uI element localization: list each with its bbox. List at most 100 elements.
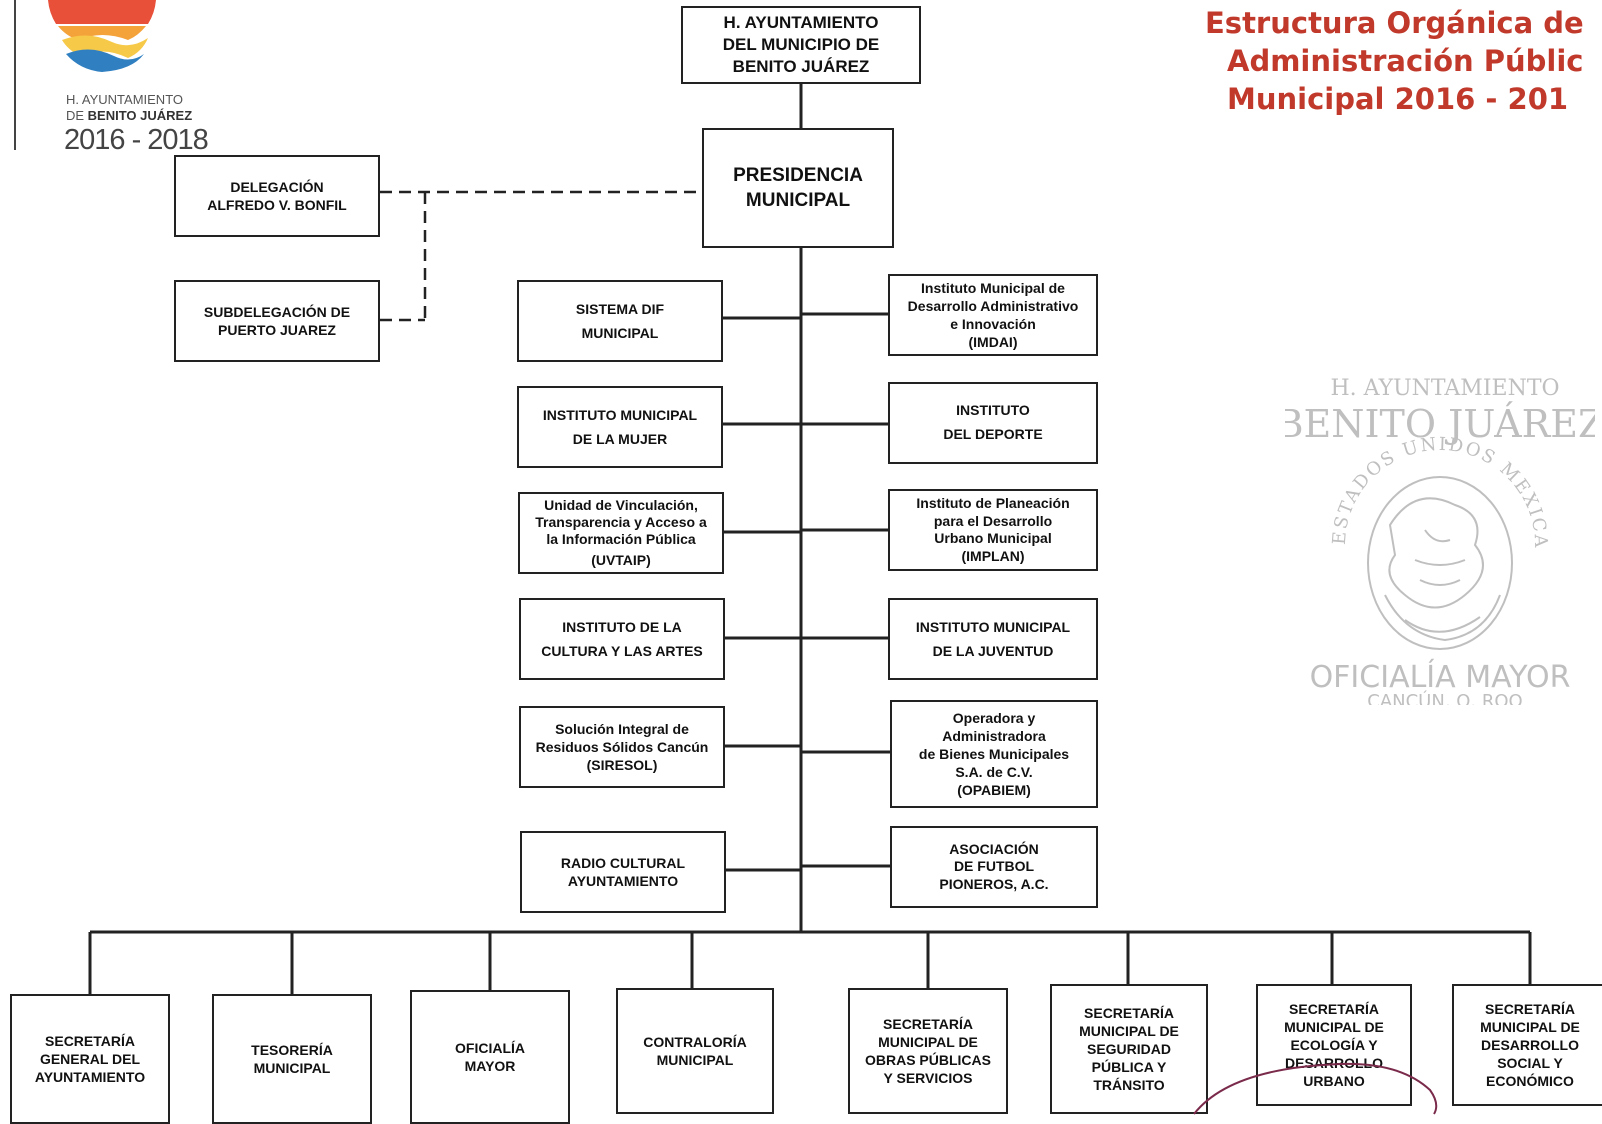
- box-line: (IMDAI): [968, 334, 1018, 351]
- box-sistema-dif: SISTEMA DIF MUNICIPAL: [517, 280, 723, 362]
- box-line: INSTITUTO DE LA: [562, 618, 682, 635]
- box-line: AYUNTAMIENTO: [34, 1069, 146, 1086]
- box-imdai: Instituto Municipal de Desarrollo Admini…: [888, 274, 1098, 356]
- box-line: DESARROLLO: [1481, 1036, 1579, 1053]
- box-line: (SIRESOL): [586, 757, 658, 774]
- box-line: OBRAS PÚBLICAS: [864, 1052, 991, 1068]
- box-uvtaip: Unidad de Vinculación, Transparencia y A…: [518, 492, 724, 574]
- box-line: MUNICIPAL: [745, 189, 851, 211]
- box-secretaria-general: SECRETARÍA GENERAL DEL AYUNTAMIENTO: [10, 994, 170, 1124]
- box-line: DE LA JUVENTUD: [932, 643, 1054, 659]
- box-line: MUNICIPAL DE: [1284, 1018, 1384, 1035]
- box-line: SECRETARÍA: [1084, 1004, 1174, 1021]
- box-line: DEL MUNICIPIO DE: [722, 35, 880, 55]
- box-seguridad-publica: SECRETARÍA MUNICIPAL DE SEGURIDAD PÚBLIC…: [1050, 984, 1208, 1114]
- box-line: SECRETARÍA: [1289, 1000, 1379, 1017]
- box-oficialia-mayor: OFICIALÍA MAYOR: [410, 990, 570, 1124]
- box-line: Transparencia y Acceso a: [535, 513, 707, 530]
- box-line: DESARROLLO: [1285, 1055, 1383, 1072]
- box-implan: Instituto de Planeación para el Desarrol…: [888, 489, 1098, 571]
- box-line: URBANO: [1303, 1073, 1365, 1090]
- title-line-2: Administración Públic: [1227, 44, 1584, 78]
- box-subdelegacion: SUBDELEGACIÓN DE PUERTO JUAREZ: [174, 280, 380, 362]
- box-obras-publicas: SECRETARÍA MUNICIPAL DE OBRAS PÚBLICAS Y…: [848, 988, 1008, 1114]
- eagle-icon: [1367, 476, 1513, 650]
- box-line: ALFREDO V. BONFIL: [207, 197, 347, 213]
- box-line: GENERAL DEL: [39, 1050, 141, 1067]
- box-line: DE FUTBOL: [953, 858, 1035, 875]
- box-line: PIONEROS, A.C.: [939, 875, 1049, 892]
- box-line: DEL DEPORTE: [943, 426, 1043, 442]
- box-line: INSTITUTO MUNICIPAL: [915, 618, 1071, 635]
- official-stamp: H. AYUNTAMIENTO BENITO JUÁREZ ESTADOS UN…: [1285, 355, 1595, 705]
- box-line: CULTURA Y LAS ARTES: [541, 643, 703, 659]
- box-line: Desarrollo Administrativo: [907, 297, 1079, 314]
- title-line-3: Municipal 2016 - 201: [1227, 82, 1569, 116]
- box-line: DE LA MUJER: [572, 431, 668, 447]
- box-line: MUNICIPAL: [656, 1052, 734, 1068]
- box-line: Unidad de Vinculación,: [544, 496, 698, 513]
- box-line: Instituto Municipal de: [921, 279, 1065, 296]
- box-line: MUNICIPAL: [253, 1060, 331, 1076]
- box-line: Operadora y: [952, 709, 1036, 726]
- box-desarrollo-social: SECRETARÍA MUNICIPAL DE DESARROLLO SOCIA…: [1452, 984, 1602, 1106]
- logo-caption-line2: DE BENITO JUÁREZ: [66, 108, 193, 123]
- box-line: SECRETARÍA: [883, 1015, 973, 1032]
- sun-wave-icon: [48, 0, 156, 72]
- page-title: Estructura Orgánica de Administración Pú…: [1205, 4, 1602, 118]
- box-line: MUNICIPAL DE: [1480, 1018, 1580, 1035]
- signature-stroke: [1193, 1062, 1438, 1115]
- box-line: CONTRALORÍA: [643, 1033, 747, 1050]
- box-line: PRESIDENCIA: [733, 165, 863, 186]
- box-line: RADIO CULTURAL: [560, 854, 686, 871]
- box-line: SECRETARÍA: [45, 1032, 135, 1049]
- box-line: (IMPLAN): [961, 547, 1025, 564]
- box-line: Instituto de Planeación: [916, 495, 1070, 511]
- box-opabiem: Operadora y Administradora de Bienes Mun…: [890, 700, 1098, 808]
- box-instituto-deporte: INSTITUTO DEL DEPORTE: [888, 382, 1098, 464]
- box-line: BENITO JUÁREZ: [732, 56, 870, 76]
- box-line: INSTITUTO: [956, 402, 1030, 419]
- box-line: AYUNTAMIENTO: [567, 873, 679, 889]
- box-radio-cultural: RADIO CULTURAL AYUNTAMIENTO: [520, 831, 726, 913]
- box-line: (OPABIEM): [957, 782, 1031, 799]
- box-contraloria: CONTRALORÍA MUNICIPAL: [616, 988, 774, 1114]
- logo-years: 2016 - 2018: [64, 124, 209, 156]
- logo-divider: [14, 0, 16, 150]
- box-line: DELEGACIÓN: [230, 178, 324, 195]
- box-line: PUERTO JUAREZ: [218, 322, 336, 338]
- box-line: (UVTAIP): [591, 552, 651, 569]
- box-siresol: Solución Integral de Residuos Sólidos Ca…: [519, 706, 725, 788]
- box-line: e Innovación: [950, 316, 1036, 332]
- box-line: SUBDELEGACIÓN DE: [203, 303, 351, 320]
- stamp-bottom2: CANCÚN, Q. ROO: [1367, 690, 1522, 705]
- box-line: INSTITUTO MUNICIPAL: [542, 406, 698, 423]
- box-line: MUNICIPAL DE: [878, 1033, 978, 1050]
- box-line: de Bienes Municipales: [918, 745, 1070, 762]
- box-line: Solución Integral de: [555, 720, 689, 737]
- box-line: para el Desarrollo: [933, 512, 1053, 529]
- box-instituto-mujer: INSTITUTO MUNICIPAL DE LA MUJER: [517, 386, 723, 468]
- box-line: OFICIALÍA: [455, 1039, 525, 1056]
- box-line: Urbano Municipal: [934, 530, 1052, 546]
- box-line: TRÁNSITO: [1093, 1077, 1165, 1094]
- title-line-1: Estructura Orgánica de: [1205, 6, 1584, 40]
- box-line: ECOLOGÍA Y: [1290, 1036, 1378, 1053]
- box-cultura-artes: INSTITUTO DE LA CULTURA Y LAS ARTES: [519, 598, 725, 680]
- municipality-logo: H. AYUNTAMIENTO DE BENITO JUÁREZ 2016 - …: [18, 0, 209, 160]
- box-line: Y SERVICIOS: [883, 1070, 973, 1087]
- stamp-name: BENITO JUÁREZ: [1285, 402, 1595, 446]
- box-line: MUNICIPAL: [581, 325, 659, 341]
- box-line: H. AYUNTAMIENTO: [723, 13, 879, 33]
- box-delegacion: DELEGACIÓN ALFREDO V. BONFIL: [174, 155, 380, 237]
- box-line: TESORERÍA: [251, 1041, 333, 1058]
- box-line: ASOCIACIÓN: [949, 840, 1039, 857]
- box-line: PÚBLICA Y: [1091, 1059, 1167, 1076]
- box-ecologia-desarrollo-urbano: SECRETARÍA MUNICIPAL DE ECOLOGÍA Y DESAR…: [1256, 984, 1412, 1106]
- box-line: SECRETARÍA: [1485, 1000, 1575, 1017]
- box-line: la Información Pública: [546, 530, 696, 547]
- box-line: ECONÓMICO: [1486, 1073, 1574, 1090]
- box-ayuntamiento: H. AYUNTAMIENTO DEL MUNICIPIO DE BENITO …: [681, 6, 921, 84]
- box-line: SEGURIDAD: [1086, 1040, 1171, 1057]
